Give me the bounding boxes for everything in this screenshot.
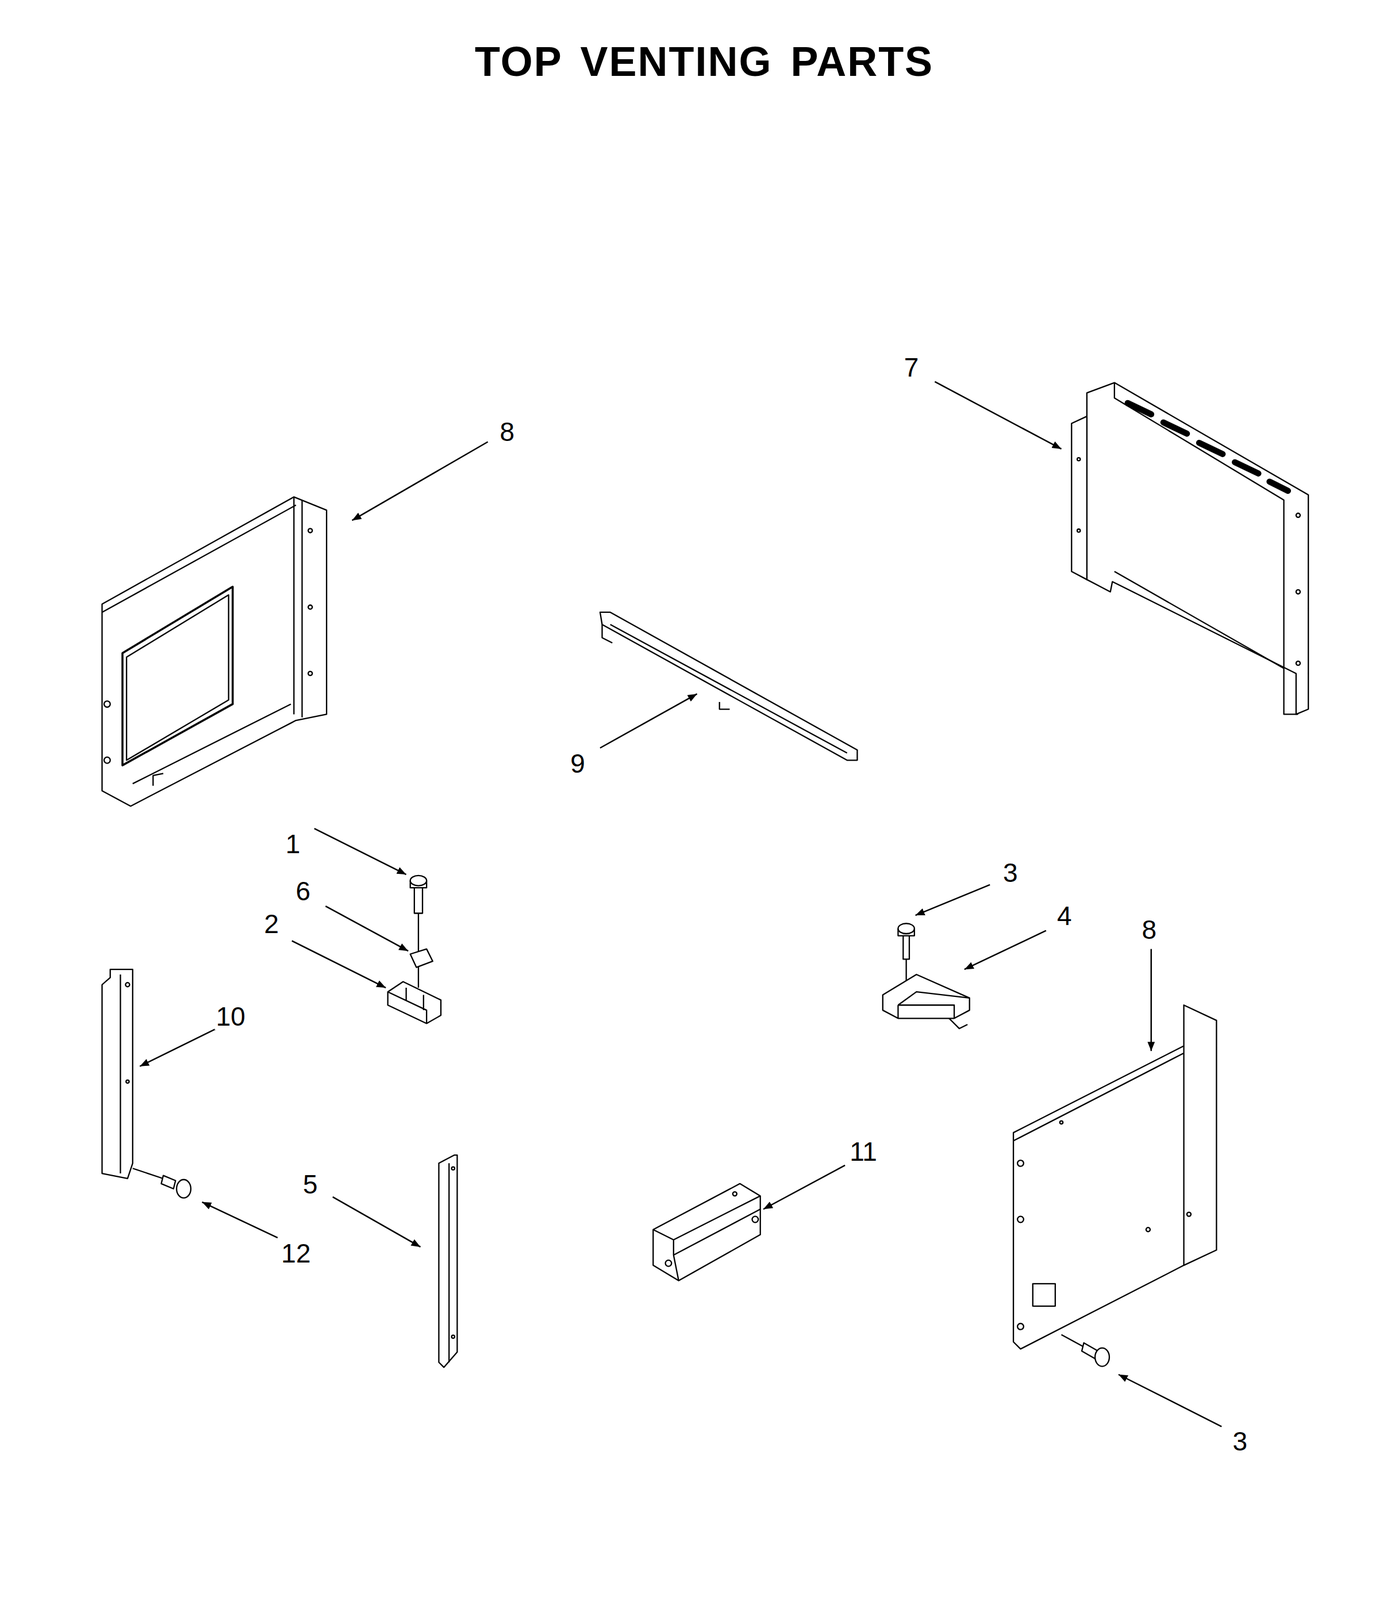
callout-number: 2 bbox=[262, 910, 280, 937]
callout-number: 12 bbox=[279, 1239, 312, 1267]
callout-number: 11 bbox=[848, 1138, 879, 1165]
callout-number: 10 bbox=[214, 1003, 247, 1030]
callout-number: 7 bbox=[903, 354, 921, 381]
callout-number: 6 bbox=[294, 877, 313, 905]
callout-number: 1 bbox=[284, 830, 302, 858]
diagram-title: TOP VENTING PARTS bbox=[474, 40, 934, 83]
callout-number: 3 bbox=[1231, 1427, 1249, 1455]
callout-number: 4 bbox=[1055, 902, 1074, 929]
callout-number: 8 bbox=[498, 418, 517, 445]
callout-number: 3 bbox=[1001, 859, 1020, 886]
callout-number: 8 bbox=[1140, 916, 1158, 943]
callout-number: 9 bbox=[569, 750, 587, 777]
callout-number: 5 bbox=[301, 1170, 320, 1198]
